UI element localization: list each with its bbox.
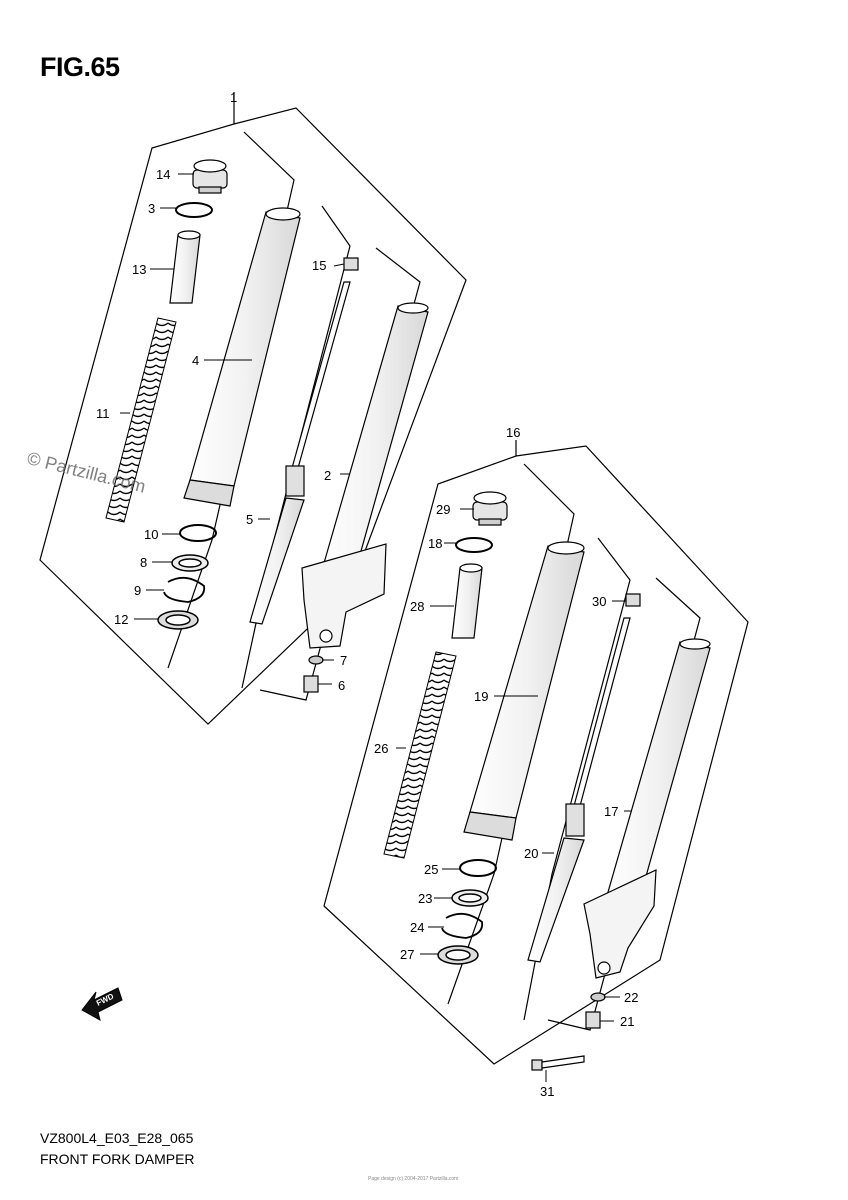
stopper-ring-part — [163, 576, 206, 603]
leader-lines — [120, 173, 632, 1082]
callout-8: 8 — [140, 555, 147, 570]
ring-part — [179, 524, 217, 542]
callout-4: 4 — [192, 353, 199, 368]
bolt-part — [303, 675, 319, 693]
callout-21: 21 — [620, 1014, 634, 1029]
callout-17: 17 — [604, 804, 618, 819]
callout-12: 12 — [114, 612, 128, 627]
o-ring-part — [455, 537, 493, 553]
outer-tube-part — [583, 638, 711, 979]
callout-22: 22 — [624, 990, 638, 1005]
spacer-part — [451, 563, 483, 639]
callout-14: 14 — [156, 167, 170, 182]
fork-cap-part — [192, 159, 228, 194]
callout-20: 20 — [524, 846, 538, 861]
callout-7: 7 — [340, 653, 347, 668]
callout-10: 10 — [144, 527, 158, 542]
ring-part — [459, 859, 497, 877]
callout-16: 16 — [506, 425, 520, 440]
callout-18: 18 — [428, 536, 442, 551]
callout-26: 26 — [374, 741, 388, 756]
callout-1: 1 — [230, 90, 237, 105]
callout-19: 19 — [474, 689, 488, 704]
page-footer: Page design (c) 2004-2017 Partzilla.com — [368, 1176, 459, 1182]
fwd-arrow-icon: FWD — [81, 987, 123, 1021]
nut-part — [343, 257, 359, 271]
o-ring-part — [175, 202, 213, 218]
damper-rod-part — [249, 281, 351, 625]
washer-part — [590, 992, 606, 1002]
callout-2: 2 — [324, 468, 331, 483]
nut-part — [625, 593, 641, 607]
callout-5: 5 — [246, 512, 253, 527]
fork-spring-part — [383, 651, 457, 859]
dust-seal-part — [437, 945, 479, 965]
callout-24: 24 — [410, 920, 424, 935]
callout-13: 13 — [132, 262, 146, 277]
callout-9: 9 — [134, 583, 141, 598]
callout-27: 27 — [400, 947, 414, 962]
figure-title: FIG.65 — [40, 52, 120, 82]
oil-seal-part — [451, 889, 489, 907]
inner-tube-part — [183, 207, 301, 507]
spacer-part — [169, 230, 201, 304]
callout-3: 3 — [148, 201, 155, 216]
diagram-caption: FRONT FORK DAMPER — [40, 1151, 195, 1167]
callout-28: 28 — [410, 599, 424, 614]
bolt-part — [585, 1011, 601, 1029]
callout-30: 30 — [592, 594, 606, 609]
callout-31: 31 — [540, 1084, 554, 1099]
inner-tube-part — [463, 541, 585, 841]
oil-seal-part — [171, 554, 209, 572]
stopper-ring-part — [441, 912, 484, 939]
outer-tube-part — [301, 302, 429, 649]
fork-spring-part — [105, 317, 177, 523]
callout-29: 29 — [436, 502, 450, 517]
callout-25: 25 — [424, 862, 438, 877]
callout-labels: 1 2 3 4 5 6 7 8 9 10 11 12 13 14 15 16 1… — [96, 90, 638, 1099]
damper-rod-part — [527, 617, 631, 963]
dust-seal-part — [157, 610, 199, 630]
callout-15: 15 — [312, 258, 326, 273]
washer-part — [308, 655, 324, 665]
callout-11: 11 — [96, 406, 110, 421]
long-bolt-part — [531, 1055, 585, 1071]
fork-cap-part — [472, 491, 508, 526]
callout-23: 23 — [418, 891, 432, 906]
callout-6: 6 — [338, 678, 345, 693]
diagram-code: VZ800L4_E03_E28_065 — [40, 1130, 194, 1146]
